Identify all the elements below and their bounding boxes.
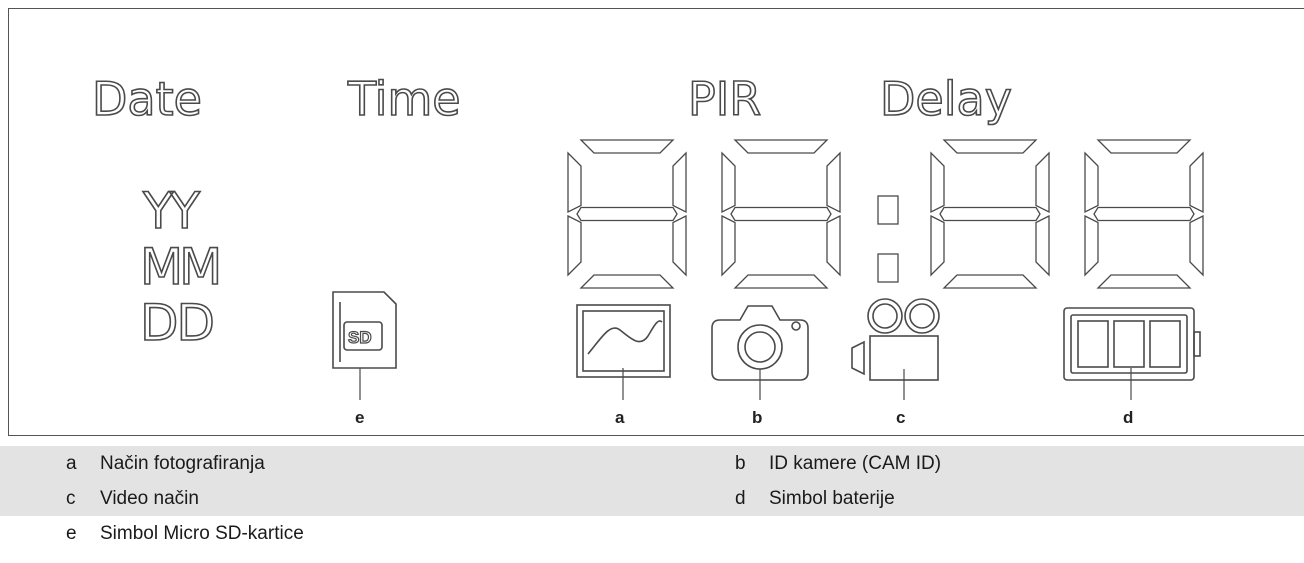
callout-c: c (896, 408, 905, 427)
digit-segment (567, 151, 582, 214)
legend-letter: e (66, 522, 77, 544)
digit-1 (567, 139, 687, 289)
digit-segment (567, 214, 582, 277)
callout-e: e (355, 408, 364, 427)
sd-card-icon: SD (332, 291, 397, 369)
digit-segment (721, 214, 736, 277)
digit-segment (1035, 214, 1050, 277)
legend-row: c Video način d Simbol baterije (0, 481, 1304, 516)
callout-d: d (1123, 408, 1133, 427)
legend-text: Simbol Micro SD-kartice (100, 522, 304, 544)
legend-letter: c (66, 487, 76, 509)
legend-letter: a (66, 452, 77, 474)
seven-segment-display (567, 139, 1204, 289)
label-date: Date (92, 72, 202, 126)
label-pir: PIR (688, 72, 761, 126)
digit-segment (672, 151, 687, 214)
digit-segment (579, 274, 675, 289)
legend-item-e: e Simbol Micro SD-kartice (66, 523, 304, 545)
legend-text: Video način (100, 487, 199, 509)
legend-item-c: c Video način (66, 488, 199, 510)
digit-segment (576, 206, 678, 222)
legend-item-b: b ID kamere (CAM ID) (735, 453, 941, 475)
lcd-diagram: Date Time PIR Delay YY MM DD SD e a b (91, 71, 1204, 427)
digit-segment (733, 274, 829, 289)
legend-text: ID kamere (CAM ID) (769, 452, 942, 474)
digit-segment (826, 214, 841, 277)
legend-text: Simbol baterije (769, 487, 895, 509)
lcd-diagram-frame (8, 8, 1304, 436)
digit-segment (930, 214, 945, 277)
digit-segment (1096, 274, 1192, 289)
legend-row: e Simbol Micro SD-kartice (0, 516, 1304, 551)
digit-segment (579, 139, 675, 154)
legend: a Način fotografiranja b ID kamere (CAM … (0, 446, 1304, 551)
label-time: Time (347, 72, 461, 126)
legend-item-d: d Simbol baterije (735, 488, 895, 510)
digit-segment (826, 151, 841, 214)
date-month-format: MM (140, 238, 218, 296)
digit-segment (1035, 151, 1050, 214)
label-delay: Delay (880, 72, 1012, 126)
digit-segment (730, 206, 832, 222)
legend-row: a Način fotografiranja b ID kamere (CAM … (0, 446, 1304, 481)
legend-text: Način fotografiranja (100, 452, 265, 474)
digit-segment (942, 139, 1038, 154)
digit-segment (1189, 151, 1204, 214)
digit-segment (942, 274, 1038, 289)
colon-dot-upper (877, 195, 899, 225)
digit-segment (721, 151, 736, 214)
digit-4 (1084, 139, 1204, 289)
digit-2 (721, 139, 841, 289)
legend-letter: b (735, 452, 746, 474)
photo-mode-icon (576, 304, 671, 378)
camera-icon (711, 305, 809, 381)
digit-segment (939, 206, 1041, 222)
digit-segment (672, 214, 687, 277)
callout-b: b (752, 408, 762, 427)
digit-segment (1189, 214, 1204, 277)
video-camera-icon (851, 298, 940, 381)
digit-segment (1096, 139, 1192, 154)
legend-item-a: a Način fotografiranja (66, 453, 265, 475)
date-day-format: DD (140, 294, 213, 352)
digit-segment (930, 151, 945, 214)
digit-segment (1084, 151, 1099, 214)
digit-3 (930, 139, 1050, 289)
digit-segment (1084, 214, 1099, 277)
sd-card-label: SD (348, 328, 372, 347)
digit-segment (733, 139, 829, 154)
colon-dot-lower (877, 253, 899, 283)
digit-segment (1093, 206, 1195, 222)
callout-a: a (615, 408, 625, 427)
legend-letter: d (735, 487, 746, 509)
battery-icon (1063, 307, 1201, 381)
date-year-format: YY (142, 182, 201, 240)
